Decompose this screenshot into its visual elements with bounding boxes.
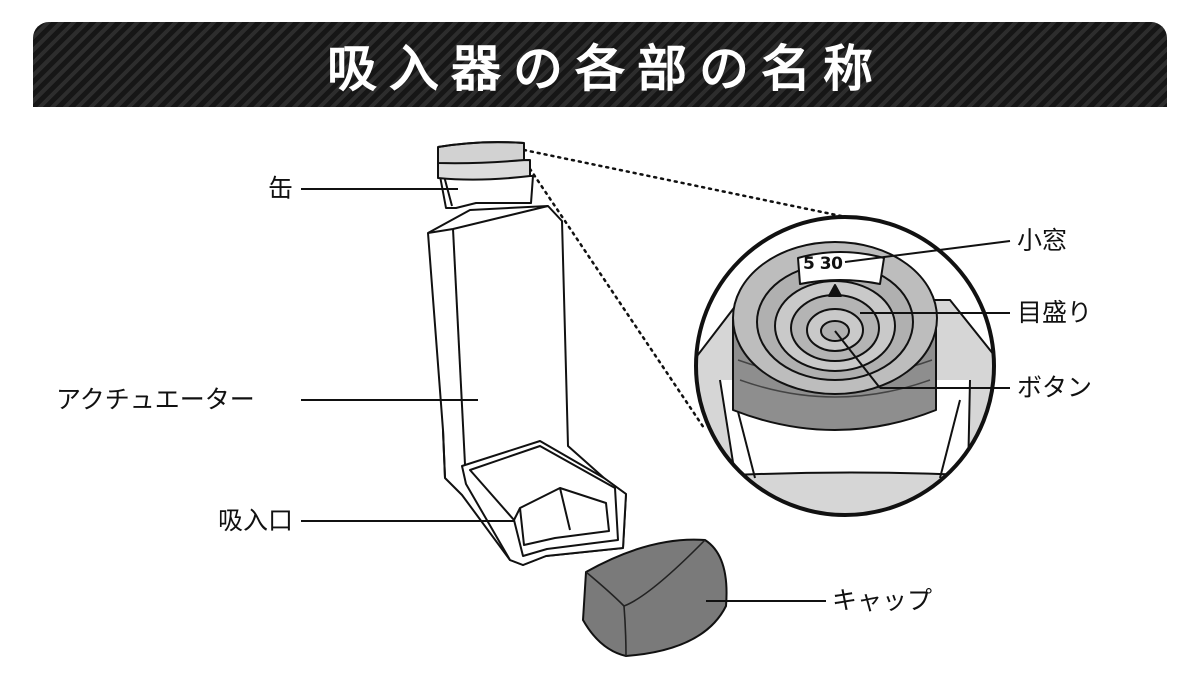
cap — [583, 540, 727, 656]
label-button: ボタン — [1017, 375, 1092, 400]
label-cap: キャップ — [832, 588, 932, 613]
label-can: 缶 — [268, 176, 293, 201]
label-mouthpiece: 吸入口 — [218, 508, 293, 533]
label-actuator: アクチュエーター — [56, 387, 255, 412]
counter-window-value: 5 30 — [803, 254, 842, 274]
actuator-body — [428, 206, 626, 565]
label-window: 小窓 — [1017, 228, 1067, 253]
label-scale: 目盛り — [1017, 300, 1092, 325]
canister — [438, 142, 533, 208]
